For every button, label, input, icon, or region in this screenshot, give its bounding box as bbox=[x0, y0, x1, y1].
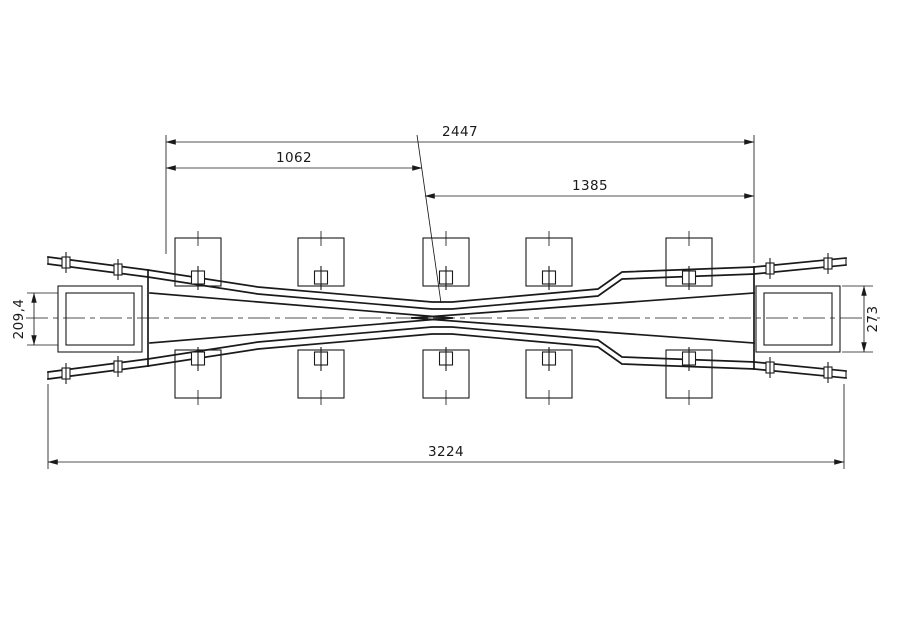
dim-label-3224: 3224 bbox=[428, 444, 464, 460]
dim-overall-top: 2447 bbox=[165, 124, 755, 145]
body-outline-bottom-inner bbox=[147, 326, 755, 363]
right-approach-rails bbox=[753, 253, 847, 383]
plate-bolts-top bbox=[190, 266, 697, 290]
body-outline-top-outer bbox=[147, 266, 755, 303]
body-outline-bottom-outer bbox=[147, 333, 755, 370]
crossing-body bbox=[147, 266, 755, 370]
left-approach-rails bbox=[47, 252, 149, 384]
plate-bolts-bottom bbox=[190, 347, 697, 371]
dim-label-1385: 1385 bbox=[572, 178, 608, 194]
end-block-outer bbox=[57, 285, 143, 353]
dim-segment-right: 1385 bbox=[424, 178, 755, 199]
end-block-inner bbox=[763, 292, 833, 346]
gauge-line-right-lower bbox=[411, 317, 755, 344]
left-end-block bbox=[57, 285, 143, 353]
dim-overall-length: 3224 bbox=[47, 444, 845, 465]
gauge-line-right-upper bbox=[411, 292, 755, 319]
end-block-outer bbox=[755, 285, 841, 353]
gauge-line-left-lower bbox=[149, 317, 453, 344]
right-end-block bbox=[755, 285, 841, 353]
dim-left-end-height: 209,4 bbox=[11, 292, 37, 346]
dim-right-end-height: 273 bbox=[861, 285, 881, 353]
end-block-inner bbox=[65, 292, 135, 346]
dim-label-209-4: 209,4 bbox=[11, 299, 27, 340]
dim-label-1062: 1062 bbox=[276, 150, 312, 166]
extension-lines-right-height bbox=[842, 285, 873, 353]
extension-line-theoretical-point bbox=[416, 134, 442, 304]
gauge-line-left-upper bbox=[149, 292, 453, 319]
dim-segment-left: 1062 bbox=[165, 150, 423, 171]
dim-label-2447: 2447 bbox=[442, 124, 478, 140]
body-outline-top-inner bbox=[147, 273, 755, 310]
dim-label-273: 273 bbox=[865, 306, 881, 333]
extension-lines-left-height bbox=[27, 292, 58, 346]
